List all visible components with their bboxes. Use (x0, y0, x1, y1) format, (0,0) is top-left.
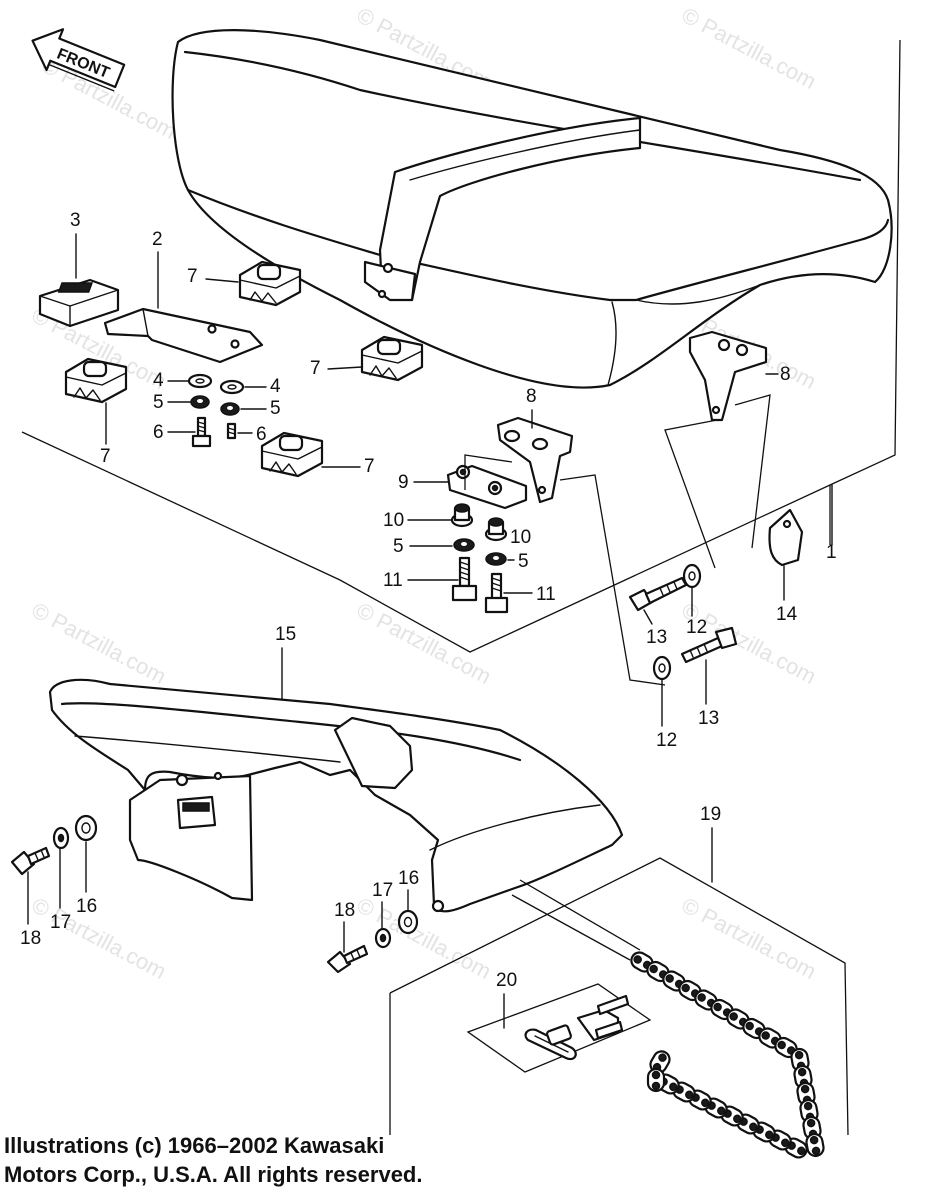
callout-c17b: 17 (372, 880, 393, 901)
callout-c20: 20 (496, 970, 517, 991)
bolt-18 (10, 846, 51, 876)
block-pad-3 (38, 278, 120, 328)
washer-17 (52, 826, 70, 850)
callout-c6a: 6 (153, 422, 164, 443)
leader-line (464, 454, 513, 490)
watermark: © Partzilla.com (353, 597, 496, 689)
plate-9 (446, 464, 528, 510)
callout-c4a: 4 (153, 370, 164, 391)
bracket-8 (496, 416, 574, 504)
bracket-2 (103, 307, 264, 364)
callout-c7b: 7 (310, 358, 321, 379)
leader-line (511, 894, 631, 961)
callout-c16b: 16 (398, 868, 419, 889)
callout-c13b: 13 (698, 708, 719, 729)
callout-c3: 3 (70, 210, 81, 231)
collar-16 (74, 814, 98, 842)
callout-c9: 9 (398, 472, 409, 493)
watermark: © Partzilla.com (678, 2, 821, 94)
lock-washer-5 (453, 538, 475, 552)
callout-c13a: 13 (646, 627, 667, 648)
callout-c5d: 5 (518, 551, 529, 572)
copyright-line-1: Illustrations (c) 1966–2002 Kawasaki (4, 1133, 385, 1158)
leader-line (519, 879, 641, 951)
callout-c10b: 10 (510, 527, 531, 548)
master-link-frame (466, 983, 652, 1073)
collar-16 (397, 909, 419, 935)
callout-c6b: 6 (256, 424, 267, 445)
callout-c5a: 5 (153, 392, 164, 413)
drive-chain-19 (630, 951, 825, 1159)
lock-washer-5 (220, 402, 240, 416)
callout-c5b: 5 (270, 398, 281, 419)
bolt-6 (226, 422, 237, 440)
seat (171, 29, 893, 389)
bolt-13 (628, 576, 688, 612)
washer-4 (219, 379, 245, 395)
chain-link (649, 1050, 671, 1074)
callout-c1: 1 (826, 542, 837, 563)
callout-leader (205, 278, 239, 283)
watermark: © Partzilla.com (28, 597, 171, 689)
master-link-20 (524, 994, 630, 1061)
washer-12 (652, 655, 672, 681)
bolt-18 (326, 944, 369, 974)
callout-c14: 14 (776, 604, 798, 625)
seat-group-frame (21, 39, 901, 653)
callout-c7a: 7 (187, 266, 198, 287)
callout-c15: 15 (275, 624, 296, 645)
watermark: © Partzilla.com (28, 892, 171, 984)
copyright-line-2: Motors Corp., U.S.A. All rights reserved… (4, 1162, 423, 1187)
callout-c11a: 11 (383, 570, 403, 591)
bolt-13 (680, 626, 738, 664)
collar-10 (484, 517, 508, 542)
lock-washer-5 (190, 395, 210, 409)
washer-4 (187, 373, 213, 389)
callout-c19: 19 (700, 804, 721, 825)
callout-c18a: 18 (20, 928, 41, 949)
lock-washer-5 (485, 552, 507, 566)
callout-c7d: 7 (364, 456, 375, 477)
bolt-6 (191, 416, 212, 448)
callout-c7c: 7 (100, 446, 111, 467)
bolt-11 (451, 556, 478, 602)
watermark: © Partzilla.com (678, 597, 821, 689)
callout-c17a: 17 (50, 912, 71, 933)
chain-link (805, 1132, 825, 1158)
leader-line (664, 419, 718, 569)
chain-group-frame (389, 857, 849, 1136)
callout-c16a: 16 (76, 896, 97, 917)
rubber-damper-7 (360, 335, 424, 382)
callout-leader (643, 609, 653, 625)
callout-c8b: 8 (780, 364, 791, 385)
callout-c10a: 10 (383, 510, 404, 531)
watermark: © Partzilla.com (678, 892, 821, 984)
washer-17 (374, 927, 392, 949)
collar-10 (450, 503, 474, 528)
chain-guard-15 (48, 678, 624, 913)
callout-c5c: 5 (393, 536, 404, 557)
bolt-11 (484, 572, 509, 614)
callout-c4b: 4 (270, 376, 281, 397)
clip-14 (768, 508, 804, 567)
callout-c12b: 12 (656, 730, 677, 751)
rubber-damper-7 (238, 260, 302, 307)
chain-link (646, 1067, 666, 1093)
leader-line (734, 394, 771, 549)
callout-leader (327, 366, 363, 370)
callout-c18b: 18 (334, 900, 355, 921)
rubber-damper-7 (64, 357, 128, 404)
leader-line (559, 474, 666, 686)
rubber-damper-7 (260, 431, 324, 478)
bracket-8 (688, 330, 768, 422)
callout-c2: 2 (152, 229, 163, 250)
callout-c8a: 8 (526, 386, 537, 407)
watermark: © Partzilla.com (353, 892, 496, 984)
callout-c11b: 11 (536, 584, 556, 605)
callout-c12a: 12 (686, 617, 707, 638)
washer-12 (682, 563, 702, 589)
